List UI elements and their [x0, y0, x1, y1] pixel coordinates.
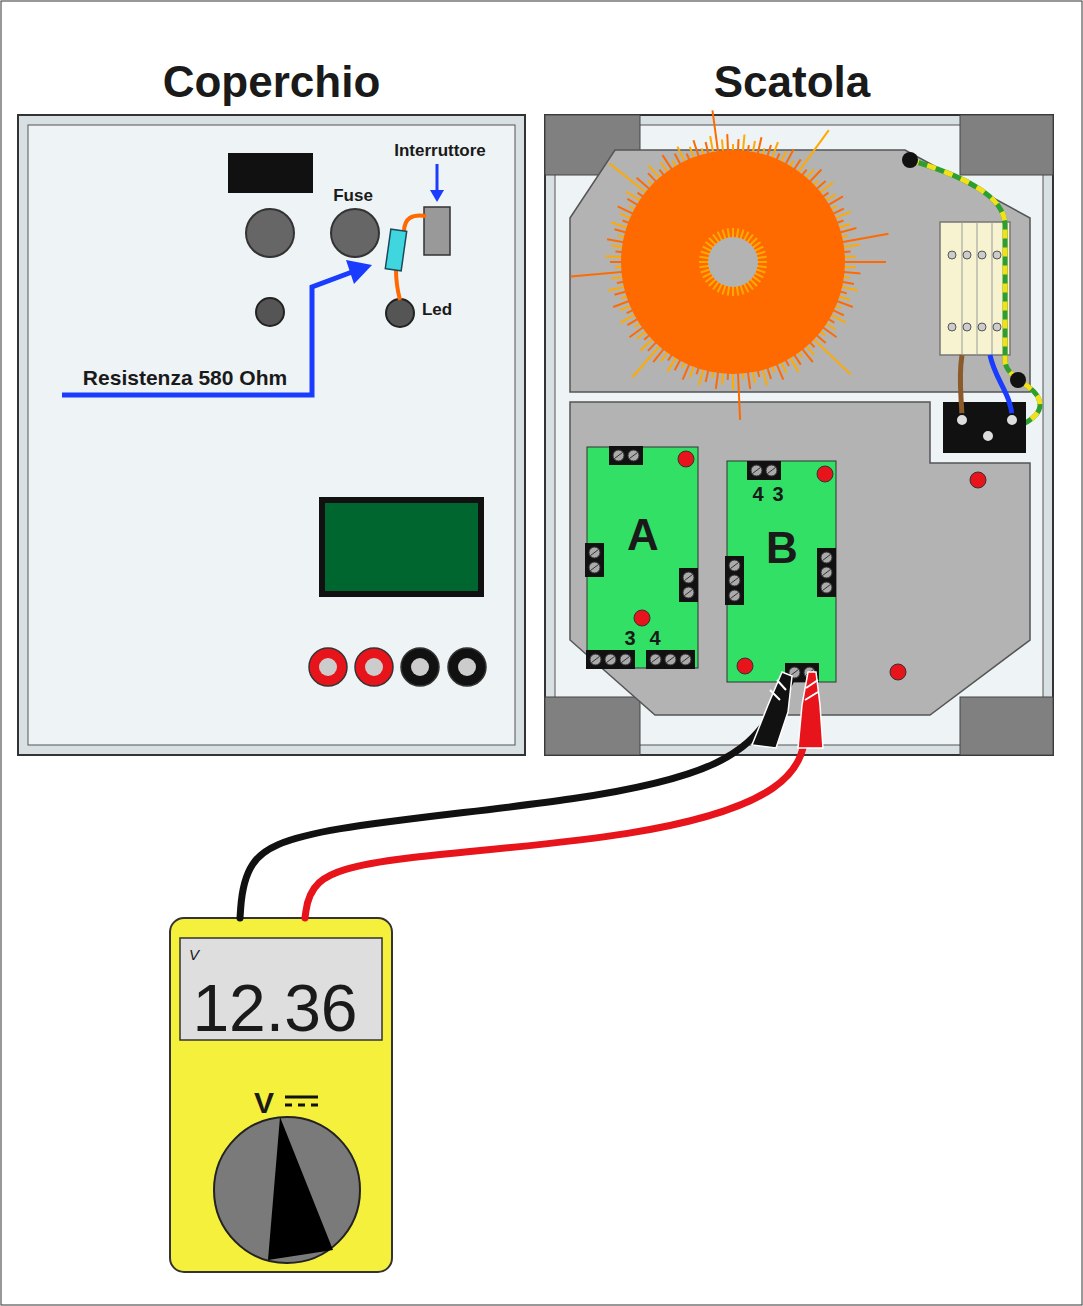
probe-wire	[305, 682, 811, 918]
range-label: V	[254, 1088, 274, 1118]
multimeter: V12.36V	[170, 918, 392, 1272]
panel-title: Scatola	[714, 60, 871, 104]
part-label: Fuse	[333, 187, 373, 204]
red-probe-clip	[798, 672, 823, 748]
meter-reading: 12.36	[192, 975, 357, 1041]
circuit-board: B 43	[727, 461, 836, 682]
lid-panel	[18, 115, 525, 755]
lid-panel: Coperchio	[18, 115, 525, 755]
pin-number: 3	[624, 628, 635, 648]
terminal-strip	[948, 222, 1007, 355]
screw-terminals	[585, 446, 836, 682]
panel-title: Coperchio	[163, 60, 381, 104]
black-probe-clip	[752, 672, 792, 748]
part-label: Resistenza 580 Ohm	[83, 367, 287, 388]
toroidal-transformer	[571, 110, 889, 419]
pin-number: 3	[772, 484, 783, 504]
unit-indicator: V	[189, 947, 199, 962]
box-panel: A34B43Scatola	[545, 115, 1053, 755]
circuit-board: A 34	[587, 447, 698, 668]
pin-number: 4	[752, 484, 763, 504]
pin-number: 4	[649, 628, 660, 648]
part-label: Led	[422, 301, 452, 318]
multimeter	[170, 918, 392, 1272]
box-panel	[545, 110, 1053, 755]
part-label: Interruttore	[394, 142, 486, 159]
board-letter: B	[766, 526, 798, 570]
board-letter: A	[627, 513, 659, 557]
